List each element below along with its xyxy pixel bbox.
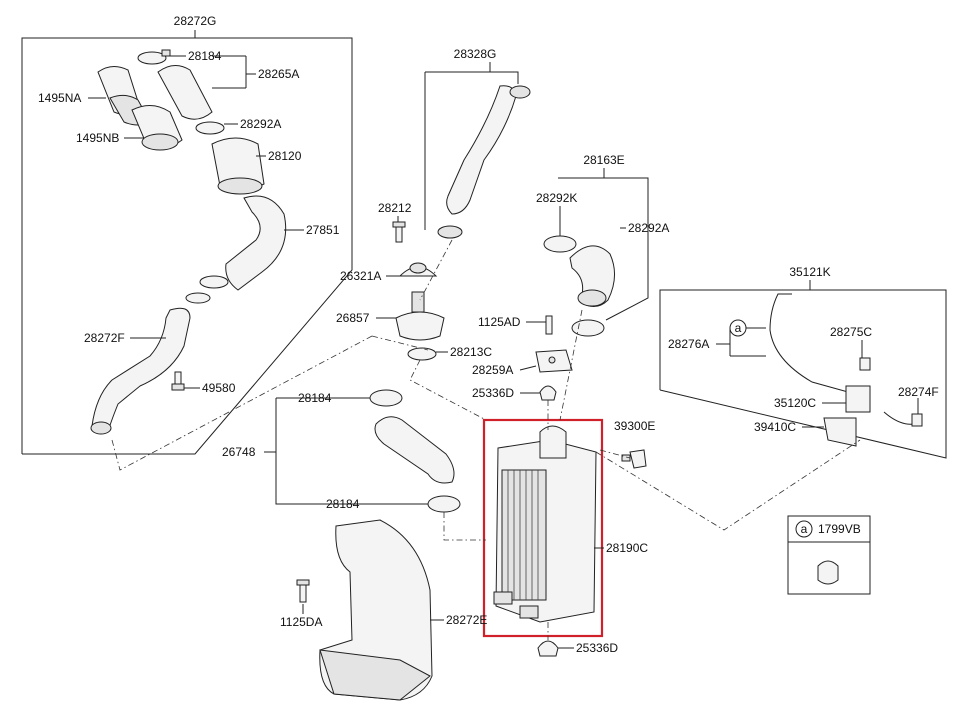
hose-1495NB[interactable] — [131, 105, 183, 151]
bolt-49580[interactable] — [171, 371, 185, 391]
label-28328G: 28328G — [454, 47, 497, 61]
callout-a-1799VB: a — [795, 520, 813, 538]
coupler-28120[interactable] — [211, 137, 265, 195]
label-1125AD: 1125AD — [478, 315, 521, 329]
label-28292A-left: 28292A — [240, 117, 281, 131]
label-28259A: 28259A — [472, 363, 513, 377]
bolt-1125AD[interactable] — [545, 315, 553, 335]
label-25336D-top: 25336D — [472, 386, 514, 400]
label-28292K: 28292K — [536, 191, 577, 205]
label-28120: 28120 — [268, 149, 302, 163]
bracket-26857[interactable] — [395, 291, 445, 341]
clamp-28184-lower[interactable] — [427, 495, 461, 513]
label-28212: 28212 — [378, 201, 412, 215]
label-39300E: 39300E — [614, 419, 655, 433]
leader-lines — [88, 55, 919, 649]
clamp-28292A-left[interactable] — [195, 121, 225, 135]
label-28272F: 28272F — [84, 331, 125, 345]
label-28190C: 28190C — [606, 541, 648, 555]
bolt-28212[interactable] — [392, 221, 406, 243]
label-1125DA: 1125DA — [280, 615, 322, 629]
valve-35120C[interactable] — [845, 385, 871, 413]
clip-box-1799VB — [787, 515, 871, 595]
label-28275C: 28275C — [830, 325, 872, 339]
label-25336D-bottom: 25336D — [576, 641, 618, 655]
label-28184-top: 28184 — [188, 49, 222, 63]
label-28163E: 28163E — [583, 153, 624, 167]
clamp-28292A-right[interactable] — [571, 319, 605, 337]
bolt-1125DA[interactable] — [296, 579, 310, 603]
clamp-28184-upper[interactable] — [369, 389, 403, 407]
label-26748: 26748 — [222, 445, 256, 459]
sensor-28275C[interactable] — [859, 357, 871, 371]
svg-text:a: a — [735, 321, 742, 335]
label-1495NB: 1495NB — [76, 131, 119, 145]
label-49580: 49580 — [202, 381, 236, 395]
pipe-28272F[interactable] — [90, 307, 191, 435]
callout-a-28276A: a — [729, 319, 747, 337]
label-28276A: 28276A — [668, 337, 709, 351]
sensor-39300E[interactable] — [621, 449, 647, 469]
group-frame-28163E — [558, 168, 649, 321]
label-1799VB: 1799VB — [818, 522, 861, 536]
hose-27851[interactable] — [225, 195, 287, 291]
group-frame-28272G — [21, 30, 353, 455]
part-labels: 28272G 28184 28265A 1495NA 1495NB 28292A… — [38, 14, 939, 655]
duct-28272E[interactable] — [319, 519, 433, 701]
svg-text:a: a — [801, 522, 808, 536]
mount-26321A[interactable] — [398, 262, 438, 277]
clamp-28292K[interactable] — [543, 235, 577, 253]
hose-28163E[interactable] — [569, 245, 615, 307]
group-frame-35121K — [659, 280, 947, 459]
label-35120C: 35120C — [774, 396, 816, 410]
label-26857: 26857 — [336, 311, 370, 325]
bracket-39410C[interactable] — [823, 417, 857, 447]
label-26321A: 26321A — [340, 269, 381, 283]
tube-28276A[interactable] — [769, 293, 849, 393]
hose-28328G[interactable] — [437, 85, 531, 239]
label-28272E: 28272E — [446, 613, 487, 627]
label-1495NA: 1495NA — [38, 91, 81, 105]
group-frame-28328G — [424, 62, 519, 230]
label-28272G: 28272G — [174, 14, 217, 28]
hose-28265A[interactable] — [157, 65, 213, 120]
clamp-28184-top[interactable] — [137, 49, 171, 65]
intercooler-28190C[interactable] — [493, 425, 597, 623]
hose-26748[interactable] — [374, 416, 455, 484]
label-28184-lower: 28184 — [326, 497, 360, 511]
grommet-25336D-bottom[interactable] — [537, 640, 559, 657]
label-28213C: 28213C — [450, 345, 492, 359]
label-39410C: 39410C — [754, 420, 796, 434]
label-28184-upper: 28184 — [298, 391, 332, 405]
grommet-25336D-top[interactable] — [539, 385, 557, 401]
label-27851: 27851 — [306, 223, 340, 237]
label-35121K: 35121K — [789, 265, 830, 279]
bracket-28259A[interactable] — [535, 349, 573, 373]
highlight-box — [482, 418, 604, 638]
label-28274F: 28274F — [898, 385, 939, 399]
gasket-28213C[interactable] — [407, 347, 437, 361]
connector-28274F[interactable] — [883, 411, 923, 427]
routing-dashes — [111, 239, 861, 640]
label-28292A-right: 28292A — [628, 221, 669, 235]
label-28265A: 28265A — [258, 67, 299, 81]
clamp-27851-lower[interactable] — [185, 275, 229, 304]
